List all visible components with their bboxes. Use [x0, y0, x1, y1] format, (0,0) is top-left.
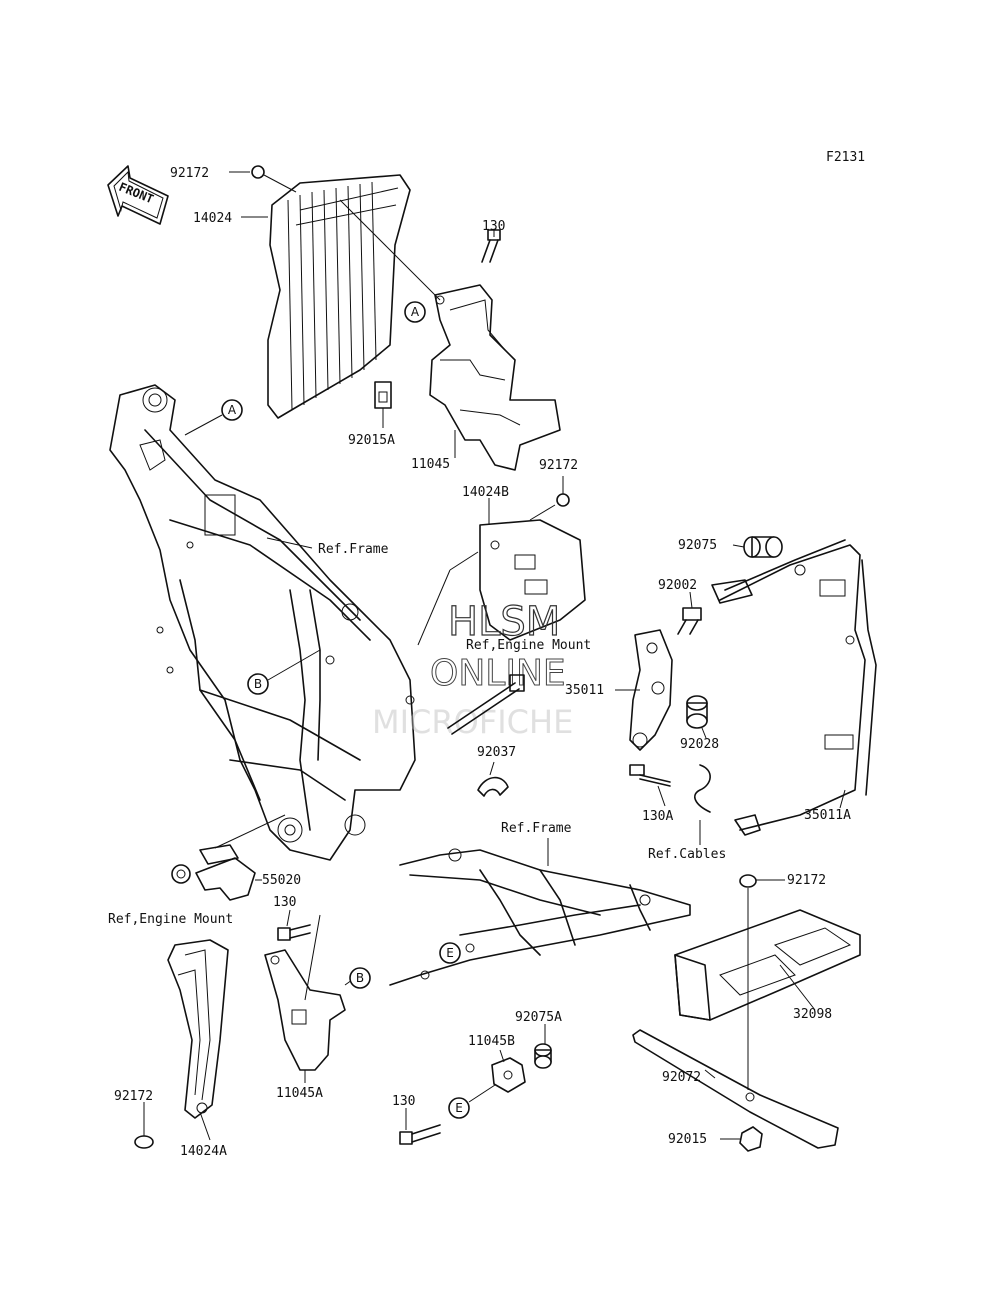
- label-92015: 92015: [668, 1132, 707, 1147]
- part-11045A-bracket: [264, 914, 353, 1083]
- label-14024: 14024: [193, 211, 232, 226]
- svg-text:E: E: [446, 946, 454, 960]
- label-92172-mid: 92172: [539, 458, 578, 473]
- part-long-bolt: [447, 674, 525, 735]
- part-130-bolt-bottom: [399, 1108, 441, 1145]
- part-92028-collar: [686, 695, 708, 739]
- svg-text:B: B: [356, 971, 364, 985]
- part-92075-collar: [732, 536, 783, 558]
- label-55020: 55020: [262, 873, 301, 888]
- svg-text:B: B: [254, 677, 262, 691]
- ref-frame-bottom: Ref.Frame: [501, 821, 572, 836]
- part-14024A-guard: [167, 939, 229, 1141]
- part-35011A-footrest: [711, 539, 877, 836]
- part-14024-radiator-shroud: [229, 165, 411, 419]
- part-cable-guide: [694, 764, 711, 845]
- part-35011-bracket: [615, 629, 673, 751]
- part-main-frame: [109, 384, 416, 861]
- svg-text:MICROFICHE: MICROFICHE: [372, 703, 573, 741]
- watermark: HLSM ONLINE MICROFICHE: [372, 598, 573, 741]
- part-92172-right-screw: [739, 874, 785, 1090]
- label-35011: 35011: [565, 683, 604, 698]
- label-130-bottom: 130: [392, 1094, 415, 1109]
- part-92015A-clip: [374, 381, 392, 428]
- part-92015-nut: [720, 1126, 763, 1152]
- label-11045B: 11045B: [468, 1034, 515, 1049]
- part-14024B-cover: [417, 493, 586, 646]
- part-92002-bolt: [677, 591, 702, 635]
- label-11045: 11045: [411, 457, 450, 472]
- label-11045A: 11045A: [276, 1086, 323, 1101]
- part-11045B-clip: [491, 1049, 526, 1093]
- svg-text:E: E: [455, 1101, 463, 1115]
- svg-text:A: A: [228, 403, 237, 417]
- front-arrow-icon: FRONT: [107, 165, 169, 225]
- figure-code: F2131: [826, 150, 865, 165]
- label-92172-right: 92172: [787, 873, 826, 888]
- label-92075A: 92075A: [515, 1010, 562, 1025]
- part-92037-clamp: [477, 761, 509, 797]
- svg-text:A: A: [411, 305, 420, 319]
- ref-frame-top: Ref.Frame: [318, 542, 389, 557]
- ref-cables: Ref.Cables: [648, 847, 726, 862]
- part-subframe: [389, 838, 691, 986]
- label-130-left: 130: [273, 895, 296, 910]
- label-130A: 130A: [642, 809, 673, 824]
- label-92028: 92028: [680, 737, 719, 752]
- ref-engine-mount-top: Ref,Engine Mount: [466, 638, 591, 653]
- part-130A-bolt: [629, 764, 671, 807]
- part-55020-rubber: [171, 814, 286, 901]
- callout-A-frame: A: [221, 399, 243, 421]
- label-92002: 92002: [658, 578, 697, 593]
- part-11045-bracket: [339, 199, 561, 471]
- label-35011A: 35011A: [804, 808, 851, 823]
- callout-A-top: A: [404, 301, 426, 323]
- callout-B-bracket: B: [349, 967, 371, 989]
- label-92172-bottom: 92172: [114, 1089, 153, 1104]
- label-14024A: 14024A: [180, 1144, 227, 1159]
- part-32098-battery-case: [674, 909, 861, 1021]
- part-130-bolt-top: [481, 229, 501, 263]
- label-92075: 92075: [678, 538, 717, 553]
- label-92072: 92072: [662, 1070, 701, 1085]
- label-14024B: 14024B: [462, 485, 509, 500]
- label-130-top: 130: [482, 219, 505, 234]
- label-92037: 92037: [477, 745, 516, 760]
- svg-text:ONLINE: ONLINE: [430, 653, 566, 694]
- callout-E-subframe: E: [439, 942, 461, 964]
- part-92075A-collar: [534, 1024, 552, 1069]
- label-92015A: 92015A: [348, 433, 395, 448]
- callout-E-bottom: E: [448, 1097, 470, 1119]
- part-130-bolt-left: [277, 909, 311, 941]
- part-92072-band: [632, 1029, 839, 1149]
- callout-B-frame: B: [247, 673, 269, 695]
- part-92172-bottom-screw: [134, 1102, 154, 1149]
- svg-text:HLSM: HLSM: [448, 599, 560, 645]
- ref-engine-mount-left: Ref,Engine Mount: [108, 912, 233, 927]
- label-32098: 32098: [793, 1007, 832, 1022]
- label-92172-top: 92172: [170, 166, 209, 181]
